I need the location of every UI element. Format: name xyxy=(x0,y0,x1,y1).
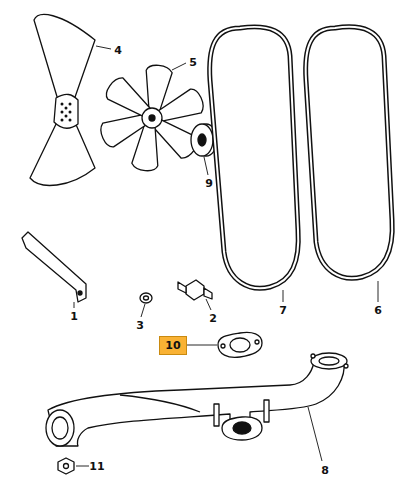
callout-number: 7 xyxy=(279,305,287,316)
six-blade-fan xyxy=(98,63,206,172)
callout-number: 6 xyxy=(374,305,382,316)
callout-number: 5 xyxy=(189,57,197,68)
callout-number: 11 xyxy=(89,461,104,472)
callout-number: 2 xyxy=(209,313,217,324)
drive-belt xyxy=(210,27,299,288)
callout-number: 3 xyxy=(136,320,144,331)
callout-number: 10 xyxy=(165,340,180,351)
callout-number: 4 xyxy=(114,45,122,56)
highlight-callout: 10 xyxy=(159,336,186,355)
two-blade-fan xyxy=(30,15,95,186)
flange-gasket xyxy=(218,332,262,357)
hex-nut xyxy=(58,458,74,474)
fan-hub xyxy=(142,108,162,128)
leader-lines xyxy=(74,46,378,466)
callout-number: 1 xyxy=(70,311,78,322)
sensor-plug xyxy=(178,280,212,300)
washer xyxy=(140,293,152,303)
exhaust-manifold xyxy=(46,353,348,446)
mounting-bracket xyxy=(22,232,86,302)
fan-hub-hole xyxy=(149,115,155,121)
callout-number: 8 xyxy=(321,465,329,476)
callout-number: 9 xyxy=(205,178,213,189)
drive-belt xyxy=(306,27,393,278)
